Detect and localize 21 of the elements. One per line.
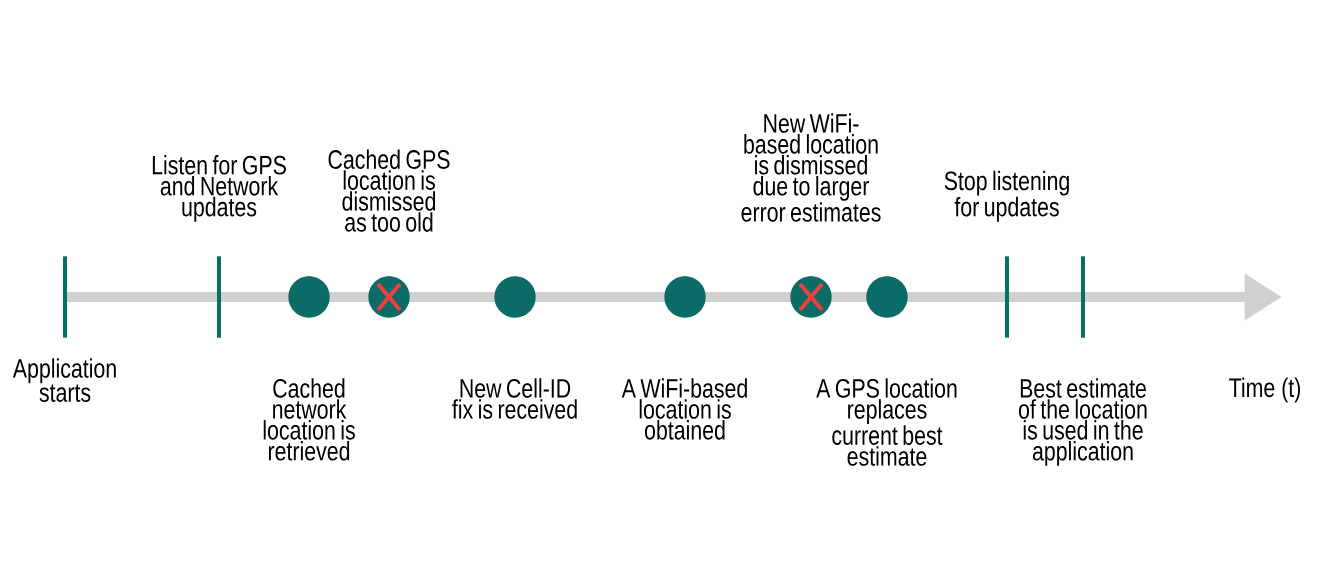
dismissed-dot <box>790 276 832 318</box>
dismissed-dot <box>368 276 410 318</box>
tick-mark <box>1081 256 1085 338</box>
event-label: Cached network location is retrieved <box>263 378 355 461</box>
event-label: Application starts <box>12 358 116 402</box>
event-label: Stop listening for updates <box>944 170 1069 222</box>
event-dot <box>494 276 536 318</box>
event-label: A WiFi-based location is obtained <box>621 378 747 440</box>
event-label: Listen for GPS and Network updates <box>152 155 286 222</box>
event-label: New Cell-ID fix is received <box>452 378 577 419</box>
axis-label: Time (t) <box>1229 377 1300 403</box>
event-dot <box>288 276 330 318</box>
event-label: Cached GPS location is dismissed as too old <box>328 149 450 232</box>
event-label: Best estimate of the location is used in the application <box>1018 378 1147 466</box>
tick-mark <box>217 256 221 338</box>
event-dot <box>866 276 908 318</box>
tick-mark <box>1005 256 1009 338</box>
tick-mark <box>63 256 67 338</box>
event-dot <box>664 276 706 318</box>
event-label: A GPS location replaces current best estimate <box>816 378 957 466</box>
event-label: New WiFi-based location is dismissed due to larger error estimates <box>741 113 881 222</box>
